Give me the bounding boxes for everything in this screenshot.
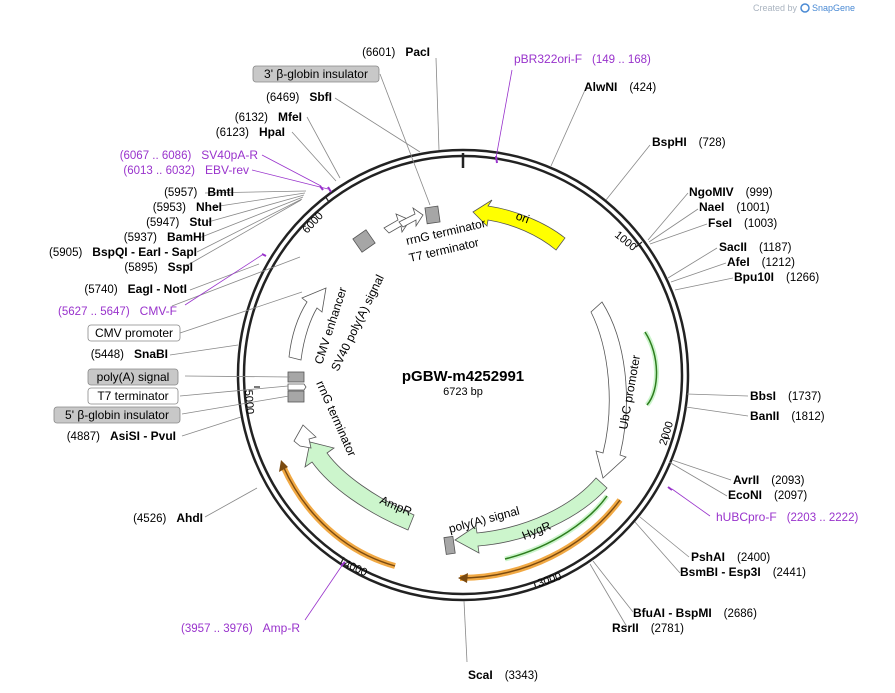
site-labels: AlwNI(424) BspHI(728) NgoMIV(999) NaeI(1… [49,45,825,682]
branding: Created by SnapGene [753,3,855,13]
feature-label-ori: ori [514,209,531,227]
feature-t7-terminator-top[interactable] [424,205,441,225]
features [287,199,627,555]
site-bsphi[interactable]: BspHI(728) [652,135,726,149]
backbone [236,148,690,602]
site-banii[interactable]: BanII(1812) [750,409,825,423]
site-sspi[interactable]: (5895)SspI [124,260,193,274]
primer-ebv-rev[interactable]: (6013 .. 6032)EBV-rev [123,163,249,177]
tick-marks [254,195,671,589]
site-bsmbi-esp3i[interactable]: BsmBI - Esp3I(2441) [680,565,806,579]
feature-ori[interactable] [472,199,566,251]
boxed-label-t7-terminator[interactable]: T7 terminator [97,389,168,403]
boxed-label-3-beta-globin[interactable]: 3' β-globin insulator [264,67,368,81]
orf-arrow-left-head [279,460,288,472]
feature-polya-signal-right[interactable] [443,535,456,555]
orf-arrow-bottom-head [458,573,468,583]
site-eagi-noti[interactable]: (5740)EagI - NotI [84,282,187,296]
site-bspqi-eari-sapi[interactable]: (5905)BspQI - EarI - SapI [49,245,197,259]
site-asisi-pvui[interactable]: (4887)AsiSI - PvuI [67,429,176,443]
site-bmti[interactable]: (5957)BmtI [164,185,234,199]
site-rsrii[interactable]: RsrII(2781) [612,621,684,635]
site-mfei[interactable]: (6132)MfeI [235,110,302,124]
site-pshai[interactable]: PshAI(2400) [691,550,770,564]
site-econi[interactable]: EcoNI(2097) [728,488,807,502]
primer-sv40pa-r[interactable]: (6067 .. 6086)SV40pA-R [120,148,259,162]
feature-label-hygr: HygR [520,518,553,542]
site-sacii[interactable]: SacII(1187) [719,240,792,254]
boxed-label-cmv-promoter[interactable]: CMV promoter [95,326,173,340]
feature-small-arrow-left [287,383,307,391]
site-bfuai-bspmi[interactable]: BfuAI - BspMI(2686) [633,606,757,620]
feature-ubc-promoter[interactable] [590,301,627,479]
orf-track-bottom-inner [459,499,621,579]
feature-t7-arrow-top [398,206,424,228]
orf-tracks [279,330,659,583]
primer-pbr322ori-f[interactable]: pBR322ori-F(149 .. 168) [514,52,651,66]
feature-rrng-terminator-lower[interactable] [293,424,317,449]
primer-hubcpro-f[interactable]: hUBCpro-F(2203 .. 2222) [716,510,858,524]
site-bpu10i[interactable]: Bpu10I(1266) [734,270,819,284]
tick-label-1000: 1000 [612,229,639,254]
orf-track-left-inner [282,465,396,567]
primer-amp-r[interactable]: (3957 .. 3976)Amp-R [181,621,300,635]
feature-hygr[interactable] [454,477,608,554]
orf-track-hygr-inner [504,495,608,560]
site-scai[interactable]: ScaI(3343) [468,668,538,682]
site-stui[interactable]: (5947)StuI [146,215,212,229]
leader-lines [169,57,749,663]
site-alwni[interactable]: AlwNI(424) [584,80,656,94]
site-ngomiv[interactable]: NgoMIV(999) [689,185,773,199]
site-sbfi[interactable]: (6469)SbfI [266,90,332,104]
primer-labels: pBR322ori-F(149 .. 168) hUBCpro-F(2203 .… [58,52,858,635]
feature-rrng-terminator-top[interactable] [383,213,411,234]
feature-polya-signal-left[interactable] [287,390,305,403]
feature-t7-terminator-left[interactable] [287,371,305,383]
site-paci[interactable]: (6601)PacI [362,45,430,59]
primer-cmv-f[interactable]: (5627 .. 5647)CMV-F [58,304,177,318]
site-avrii[interactable]: AvrII(2093) [733,473,805,487]
tick-label-5000: 5000 [242,389,256,414]
snapgene-logo-icon [800,3,810,13]
snapgene-brand: SnapGene [812,3,855,13]
site-naei[interactable]: NaeI(1001) [699,200,770,214]
created-by-text: Created by [753,3,798,13]
tick-label-4000: 4000 [342,558,369,579]
tick-label-3000: 3000 [536,571,563,590]
orf-track-ubc-inner [644,331,658,406]
site-snabi[interactable]: (5448)SnaBI [91,347,168,361]
site-fsei[interactable]: FseI(1003) [708,216,777,230]
plasmid-name: pGBW-m4252991 [402,368,524,385]
site-bbsi[interactable]: BbsI(1737) [750,389,821,403]
feature-ampr[interactable] [304,441,415,531]
boxed-labels: 3' β-globin insulator CMV promoter poly(… [53,65,380,424]
site-hpai[interactable]: (6123)HpaI [216,125,285,139]
site-bamhi[interactable]: (5937)BamHI [124,230,205,244]
site-afei[interactable]: AfeI(1212) [727,255,795,269]
site-nhei[interactable]: (5953)NheI [153,200,222,214]
primer-leaders [184,69,711,621]
boxed-label-polya-signal[interactable]: poly(A) signal [97,370,170,384]
feature-cmv-enhancer[interactable] [288,287,327,361]
site-ahdi[interactable]: (4526)AhdI [133,511,203,525]
plasmid-length: 6723 bp [443,386,483,398]
feature-sv40-polya[interactable] [352,229,376,253]
boxed-label-5-beta-globin[interactable]: 5' β-globin insulator [65,408,169,422]
